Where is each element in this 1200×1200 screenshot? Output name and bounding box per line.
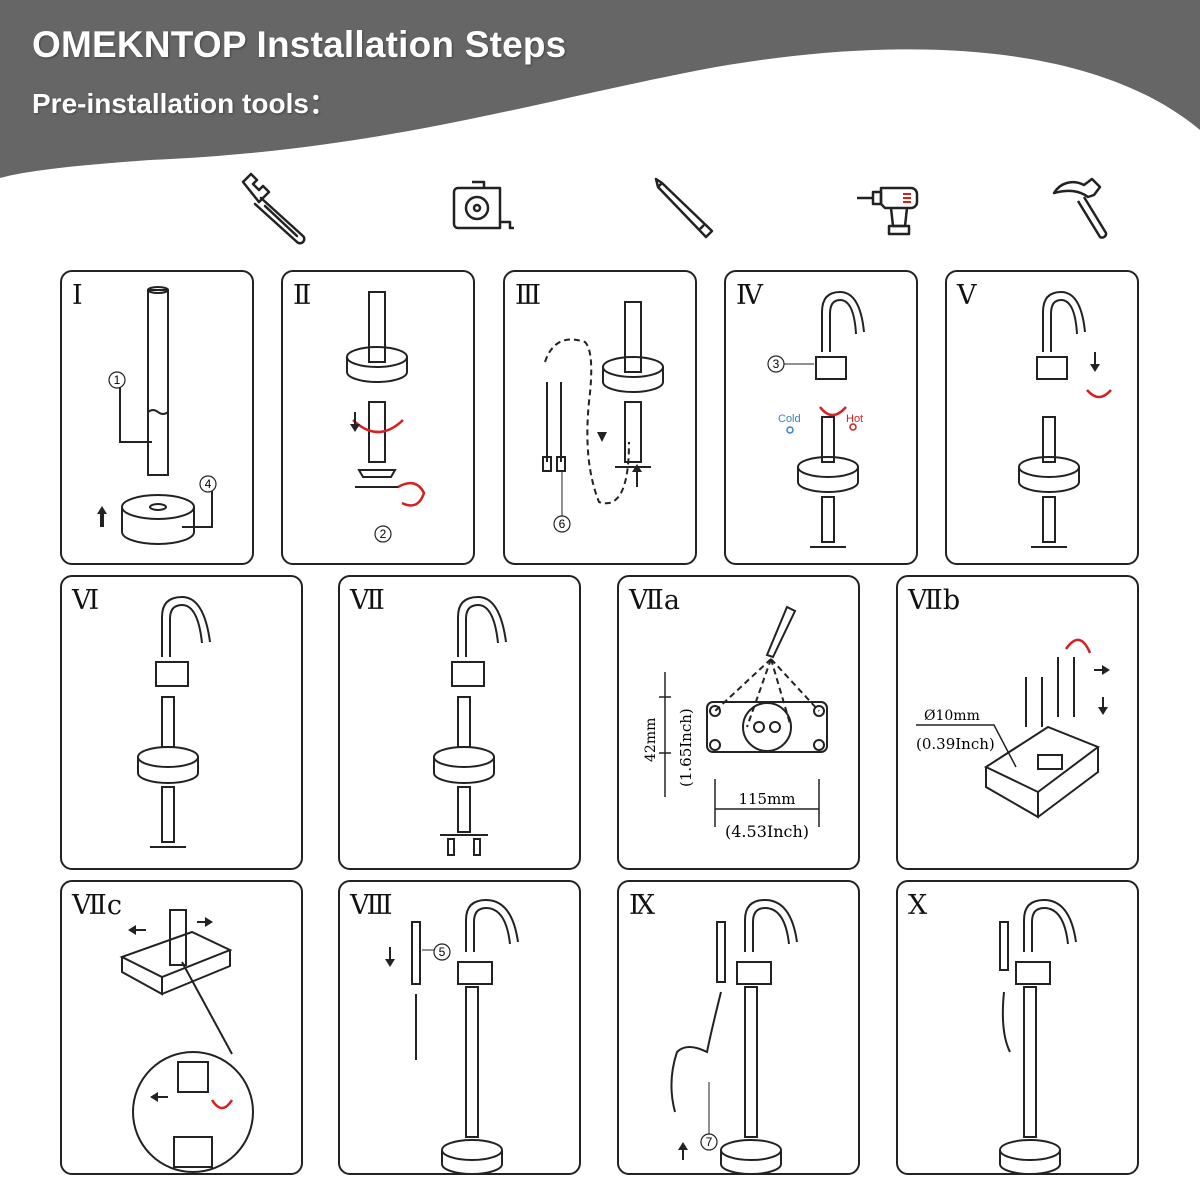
- step-10-diagram: [999, 898, 1077, 1173]
- drill-diameter-mm: Ø10mm: [924, 708, 980, 724]
- callout-2: 2: [380, 527, 387, 541]
- callout-7: 7: [706, 1135, 713, 1149]
- step-7b-diagram: Ø10mm (0.39Inch): [916, 638, 1110, 819]
- hot-label: Hot: [846, 413, 863, 425]
- wrench-icon: [241, 172, 306, 245]
- callout-4: 4: [205, 477, 212, 491]
- step-label: Ⅴ: [957, 280, 977, 311]
- step-6-diagram: [137, 595, 211, 848]
- step-9-panel: Ⅸ 7: [617, 880, 860, 1175]
- step-label: Ⅸ: [629, 890, 656, 921]
- step-7-diagram: [433, 595, 507, 856]
- step-4-diagram: Cold Hot 3: [767, 290, 865, 548]
- step-label: Ⅶb: [908, 585, 961, 616]
- tools-subtitle: Pre-installation tools：: [32, 88, 337, 119]
- step-10-panel: X: [896, 880, 1139, 1175]
- step-5-panel: Ⅴ: [945, 270, 1139, 565]
- header-banner: OMEKNTOP Installation Steps Pre-installa…: [0, 0, 1200, 185]
- step-3-panel: Ⅲ 6: [503, 270, 697, 565]
- step-3-diagram: 6: [542, 301, 664, 533]
- drill-diameter-inch: (0.39Inch): [916, 735, 995, 753]
- step-5-diagram: [1018, 290, 1112, 548]
- step-8-diagram: 5: [385, 898, 519, 1173]
- dim-width-inch: (4.53Inch): [725, 822, 809, 841]
- dim-width-mm: 115mm: [738, 790, 795, 808]
- step-label: Ⅷ: [350, 890, 393, 921]
- step-7c-diagram: [119, 909, 254, 1173]
- dim-height-inch: (1.65Inch): [677, 708, 695, 787]
- page-title: OMEKNTOP Installation Steps: [32, 24, 567, 65]
- step-7c-panel: Ⅶc: [60, 880, 303, 1175]
- drill-icon: [857, 186, 919, 236]
- step-label: Ⅵ: [72, 585, 100, 616]
- callout-5: 5: [439, 945, 446, 959]
- step-8-panel: Ⅷ 5: [338, 880, 581, 1175]
- step-label: Ⅶ: [350, 585, 385, 616]
- tape-measure-icon: [452, 180, 514, 230]
- step-7a-diagram: 42mm (1.65Inch) 115mm (4.53Inch): [643, 605, 828, 841]
- dim-height-mm: 42mm: [643, 718, 659, 762]
- step-1-diagram: 1 4: [97, 286, 217, 545]
- step-7a-panel: Ⅶa 42mm (1.65Inch) 115mm (4.53Inch): [617, 575, 860, 870]
- step-label: X: [908, 890, 928, 921]
- hammer-icon: [1052, 177, 1108, 239]
- step-2-panel: Ⅱ 2: [281, 270, 475, 565]
- header-background: [0, 0, 1200, 178]
- callout-3: 3: [773, 357, 780, 371]
- step-label: Ⅶa: [629, 585, 680, 616]
- step-1-panel: Ⅰ 1 4: [60, 270, 254, 565]
- step-4-panel: Ⅳ Cold Hot 3: [724, 270, 918, 565]
- pencil-icon: [654, 177, 714, 239]
- callout-1: 1: [114, 373, 121, 387]
- step-label: Ⅲ: [515, 280, 542, 311]
- step-label: Ⅳ: [736, 280, 763, 311]
- step-label: Ⅶc: [72, 890, 122, 921]
- cold-label: Cold: [778, 413, 801, 425]
- step-label: Ⅱ: [293, 280, 312, 311]
- step-9-diagram: 7: [670, 898, 798, 1173]
- callout-6: 6: [559, 517, 566, 531]
- step-7b-panel: Ⅶb Ø10mm (0.39Inch): [896, 575, 1139, 870]
- step-label: Ⅰ: [72, 280, 83, 311]
- step-2-diagram: 2: [346, 291, 426, 543]
- step-6-panel: Ⅵ: [60, 575, 303, 870]
- step-7-panel: Ⅶ: [338, 575, 581, 870]
